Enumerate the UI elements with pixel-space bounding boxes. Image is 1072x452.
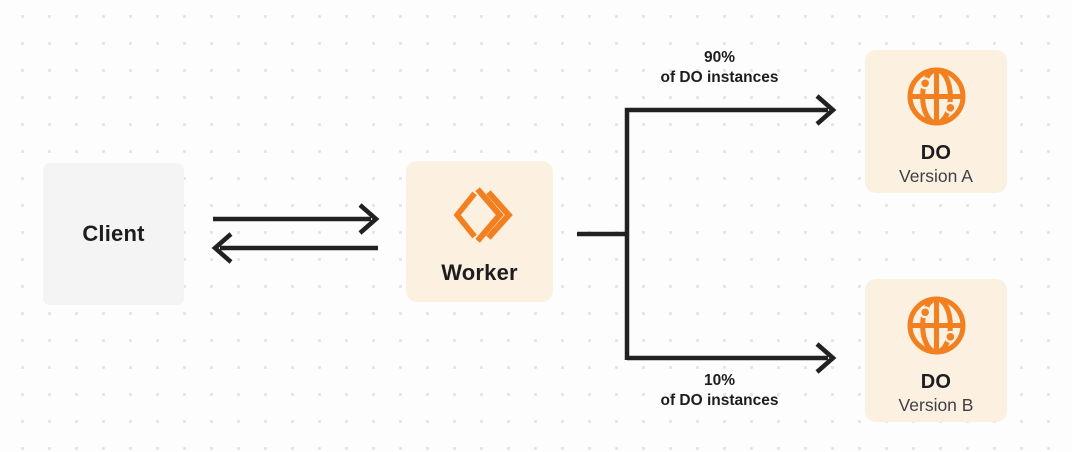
worker-node: Worker xyxy=(406,161,553,302)
split-bottom-label: 10% of DO instances xyxy=(627,371,812,411)
split-bottom-caption: of DO instances xyxy=(660,392,779,409)
globe-icon xyxy=(907,67,965,126)
split-top-percent: 90% xyxy=(703,49,736,66)
do-version-a-subtitle: Version A xyxy=(899,166,973,186)
worker-node-label: Worker xyxy=(441,260,518,285)
do-version-a-title: DO xyxy=(920,142,952,164)
globe-icon xyxy=(907,296,965,355)
do-version-b-node: DO Version B xyxy=(865,279,1007,422)
arrowhead-right-icon xyxy=(358,203,380,235)
arrowhead-top-icon xyxy=(815,94,837,126)
worker-to-client-arrow xyxy=(211,232,378,264)
client-node: Client xyxy=(43,163,184,305)
split-top-caption: of DO instances xyxy=(660,69,779,86)
do-version-a-node: DO Version A xyxy=(865,50,1007,193)
split-connector xyxy=(577,94,837,374)
split-top-label: 90% of DO instances xyxy=(627,48,812,88)
workers-logo-icon xyxy=(453,187,513,243)
do-version-b-title: DO xyxy=(920,371,952,393)
arrowhead-bottom-icon xyxy=(815,342,837,374)
do-version-b-subtitle: Version B xyxy=(898,395,974,415)
split-bottom-percent: 10% xyxy=(703,372,736,389)
client-node-label: Client xyxy=(82,221,145,246)
client-to-worker-arrow xyxy=(213,203,380,235)
arrowhead-left-icon xyxy=(211,232,233,264)
